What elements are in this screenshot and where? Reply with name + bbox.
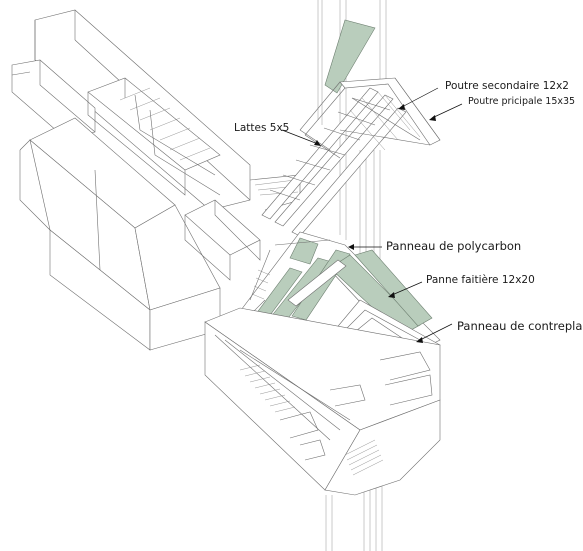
label-panneau-contreplaque: Panneau de contreplaq xyxy=(457,319,583,333)
upper-roof-frame xyxy=(261,77,441,237)
label-poutre-principale: Poutre pricipale 15x35 xyxy=(468,96,576,107)
label-lattes: Lattes 5x5 xyxy=(234,122,290,134)
label-poutre-secondaire: Poutre secondaire 12x2 xyxy=(445,80,569,92)
background-building xyxy=(11,9,301,351)
label-panneau-polycarbon: Panneau de polycarbon xyxy=(386,239,522,253)
label-panne-faitiere: Panne faitière 12x20 xyxy=(426,274,535,286)
base-building xyxy=(204,307,441,496)
leader-lines xyxy=(281,87,463,343)
